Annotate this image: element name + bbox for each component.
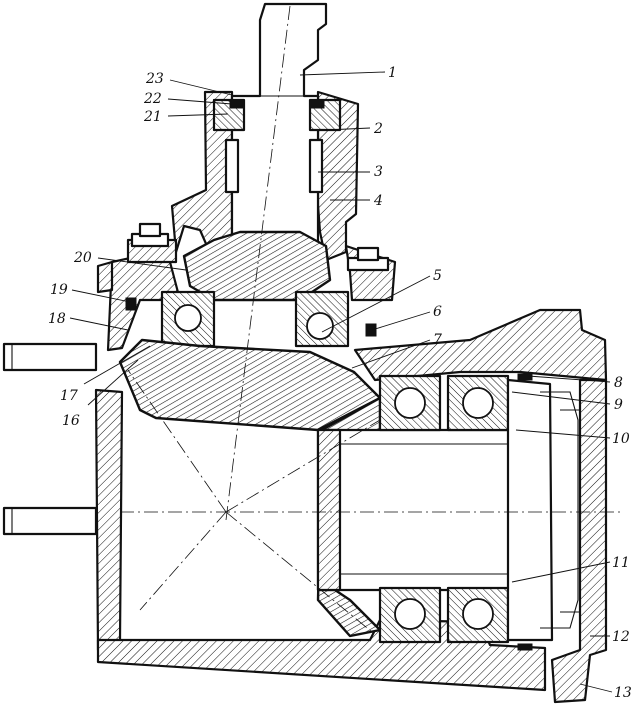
label-21: 21 [143, 109, 162, 125]
output-hub [316, 428, 542, 592]
label-22: 22 [143, 91, 162, 107]
label-8: 8 [614, 375, 623, 391]
label-12: 12 [612, 629, 630, 645]
label-18: 18 [48, 311, 66, 327]
label-1: 1 [388, 65, 397, 81]
label-17: 17 [60, 388, 78, 404]
label-5: 5 [433, 268, 442, 284]
label-23: 23 [145, 71, 164, 87]
label-3: 3 [374, 164, 383, 180]
label-13: 13 [614, 685, 632, 701]
vertical-shaft [230, 2, 328, 252]
label-16: 16 [62, 413, 80, 429]
left-studs [2, 342, 98, 536]
label-9: 9 [614, 397, 623, 413]
label-20: 20 [73, 250, 92, 266]
flange-bolts [130, 222, 390, 272]
label-19: 19 [50, 282, 68, 298]
centre-lines [120, 5, 620, 633]
label-10: 10 [612, 431, 630, 447]
shaft-seals [212, 98, 342, 194]
right-lower-bearings [378, 586, 510, 644]
right-upper-bearings [378, 374, 510, 432]
label-4: 4 [373, 193, 383, 209]
label-2: 2 [373, 121, 383, 137]
label-6: 6 [433, 304, 442, 320]
callout-labels: 1 2 3 4 5 6 7 8 9 10 11 12 13 16 17 18 1… [48, 65, 632, 701]
o-rings [125, 297, 377, 337]
leader-lines [69, 71, 613, 693]
right-cover [506, 373, 581, 651]
upper-bearings [160, 290, 350, 348]
label-11: 11 [612, 555, 630, 571]
label-7: 7 [433, 332, 442, 348]
